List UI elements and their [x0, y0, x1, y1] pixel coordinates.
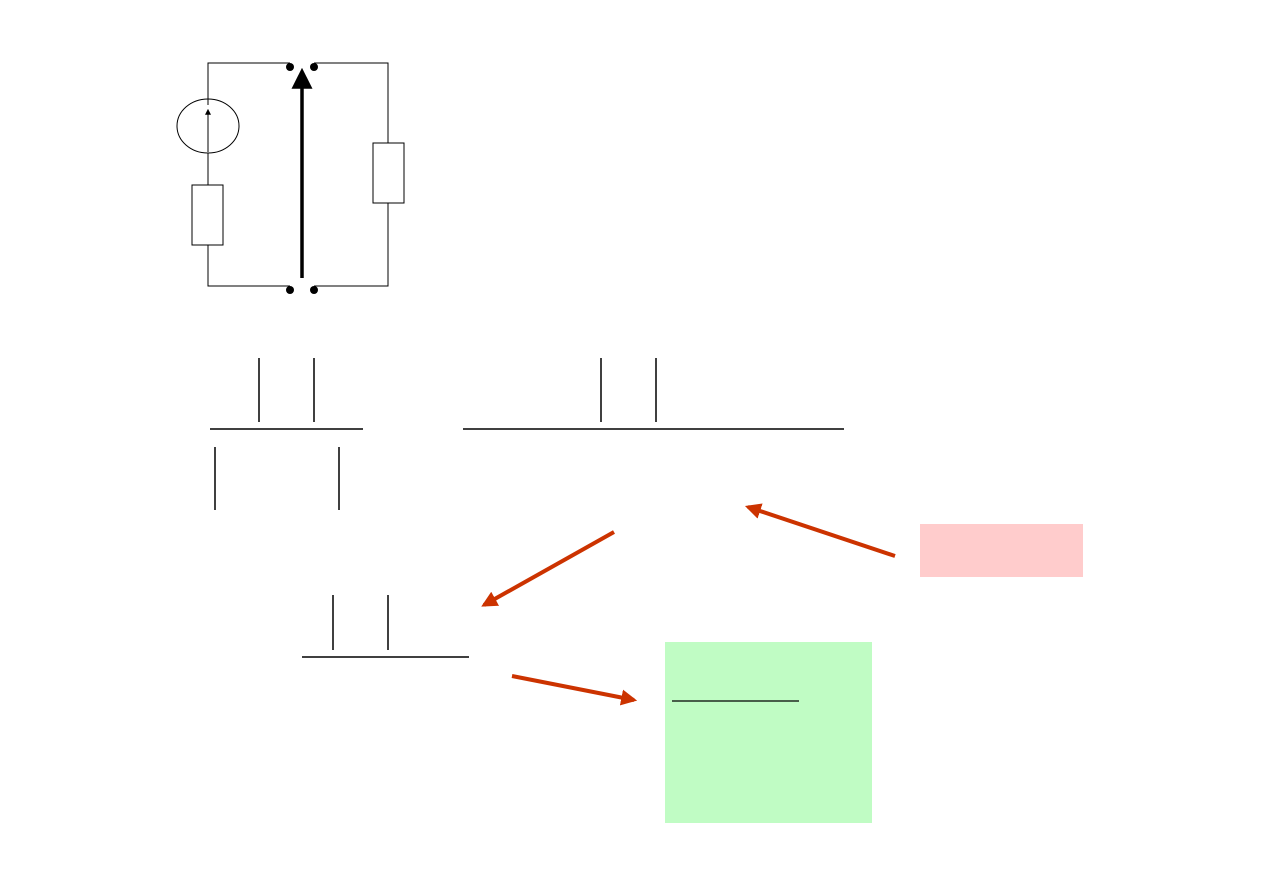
- circuit-diagram: [176, 62, 405, 294]
- red-arrow: [511, 674, 638, 706]
- green-note-box: [665, 642, 872, 823]
- formula-lines: [210, 358, 844, 658]
- resistor-right: [372, 142, 405, 204]
- pink-note-box: [920, 524, 1083, 577]
- red-arrow: [481, 530, 615, 607]
- circuit-wire: [207, 62, 290, 287]
- arrows: [481, 503, 896, 706]
- circuit-wire: [314, 62, 389, 287]
- terminal-dot: [310, 286, 318, 294]
- terminal-dot: [286, 286, 294, 294]
- terminal-dot: [286, 63, 294, 71]
- current-source-icon: [176, 98, 240, 154]
- red-arrow: [744, 503, 896, 558]
- resistor-left: [191, 184, 224, 246]
- terminal-dot: [310, 63, 318, 71]
